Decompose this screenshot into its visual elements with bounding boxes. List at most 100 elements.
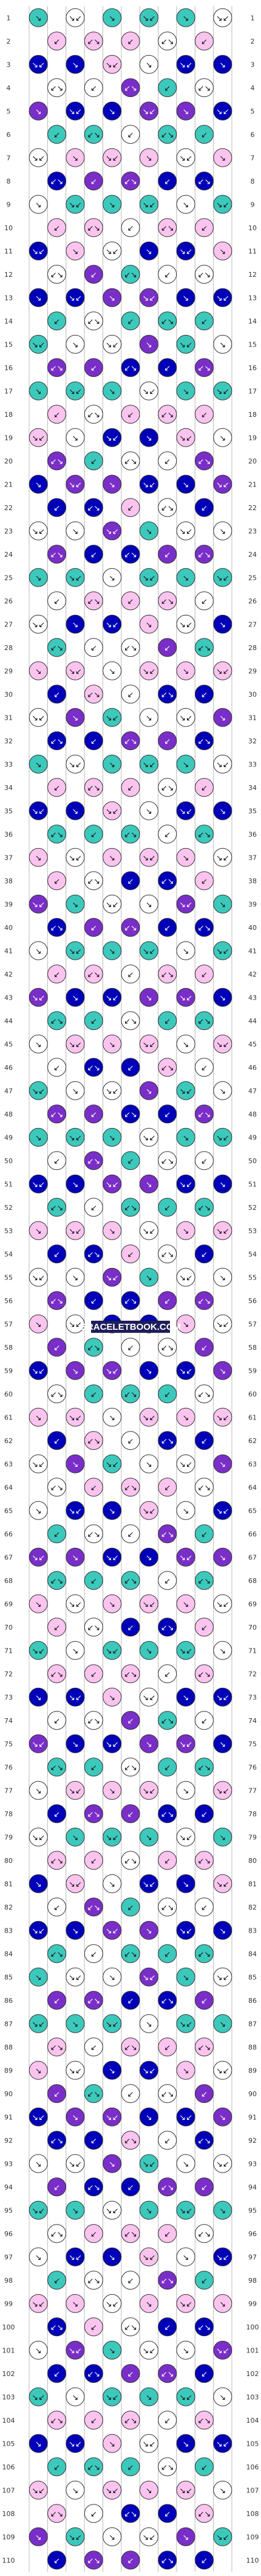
knot: ↙↘	[121, 1478, 140, 1497]
knot-circle	[194, 964, 214, 984]
knot: ↘↙	[103, 614, 122, 634]
knot-direction-icon: ↘↙	[142, 14, 155, 23]
row-number: 99	[4, 2300, 13, 2308]
knot: ↘	[66, 1454, 85, 1473]
knot: ↘	[103, 1594, 122, 1613]
knot: ↘	[29, 2340, 48, 2360]
knot-circle	[121, 2224, 140, 2243]
knot-direction-icon: ↙	[201, 1624, 208, 1633]
knot-circle	[66, 894, 85, 914]
knot-circle	[84, 358, 103, 377]
knot: ↙↘	[121, 545, 140, 564]
knot-direction-icon: ↘↙	[69, 1413, 82, 1422]
knot-circle	[158, 2411, 177, 2430]
knot: ↙↘	[84, 32, 103, 51]
knot: ↘↙	[66, 1127, 85, 1147]
knot-circle	[103, 1547, 122, 1567]
knot-direction-icon: ↘↙	[179, 2486, 192, 2495]
knot-direction-icon: ↘↙	[106, 1087, 119, 1096]
knot-direction-icon: ↘↙	[106, 1460, 119, 1469]
knot: ↘	[103, 1687, 122, 1707]
knot: ↙	[121, 405, 140, 424]
knot: ↙↘	[194, 1198, 214, 1217]
knot: ↘↙	[139, 2434, 158, 2453]
knot-direction-icon: ↙↘	[161, 1997, 174, 2006]
row-number: 8	[251, 178, 255, 185]
knot-circle	[66, 1594, 85, 1613]
knot-circle	[121, 498, 140, 517]
knot-circle	[194, 451, 214, 471]
knot-direction-icon: ↙↘	[50, 1297, 64, 1306]
knot: ↘	[176, 288, 195, 307]
knot-direction-icon: ↙	[164, 1950, 171, 1959]
knot-direction-icon: ↘	[35, 2533, 42, 2542]
knot: ↙↘	[84, 1618, 103, 1637]
knot-direction-icon: ↙↘	[87, 131, 100, 140]
knot-direction-icon: ↙	[53, 2557, 60, 2566]
knot-circle	[194, 778, 214, 797]
knot: ↘	[213, 2480, 232, 2500]
knot-direction-icon: ↘	[35, 1787, 42, 1796]
knot-circle	[213, 2060, 232, 2080]
knot-circle	[103, 2294, 122, 2313]
knot-circle	[121, 171, 140, 191]
knot: ↘	[66, 2014, 85, 2033]
knot: ↘	[29, 1687, 48, 1707]
knot-circle	[213, 1267, 232, 1287]
knot: ↙	[47, 2364, 67, 2383]
knot-circle	[194, 405, 214, 424]
row-number: 9	[7, 201, 11, 208]
knot: ↙	[47, 1991, 67, 2010]
knot-circle	[139, 1127, 158, 1147]
knot-direction-icon: ↘↙	[69, 574, 82, 583]
knot: ↘↙	[176, 801, 195, 820]
knot: ↙	[158, 1478, 177, 1497]
knot-circle	[66, 1501, 85, 1520]
knot: ↘↙	[213, 941, 232, 960]
knot-circle	[176, 1827, 195, 1847]
knot: ↙	[158, 1104, 177, 1124]
knot: ↘	[139, 2294, 158, 2313]
knot-circle	[213, 1547, 232, 1567]
knot-direction-icon: ↙↘	[124, 1577, 137, 1586]
row-number: 53	[4, 1227, 13, 1235]
knot: ↘↙	[213, 1594, 232, 1613]
row-number: 98	[4, 2277, 13, 2285]
knot-circle	[84, 1244, 103, 1264]
knot: ↘	[29, 1781, 48, 1800]
knot-direction-icon: ↘	[72, 340, 78, 350]
knot: ↙↘	[47, 2411, 67, 2430]
knot: ↘↙	[213, 2340, 232, 2360]
knot-circle	[176, 1221, 195, 1240]
knot-circle	[158, 731, 177, 751]
knot: ↙↘	[121, 265, 140, 284]
knot-circle	[103, 381, 122, 400]
knot: ↙	[84, 1198, 103, 1217]
knot-circle	[66, 988, 85, 1007]
knot-direction-icon: ↘↙	[32, 1273, 45, 1283]
knot-circle	[194, 1338, 214, 1357]
row-number: 96	[248, 2230, 257, 2238]
knot-circle	[84, 78, 103, 98]
knot-direction-icon: ↙↘	[87, 2557, 100, 2566]
knot-direction-icon: ↘	[35, 1040, 42, 1049]
knot: ↙↘	[47, 2317, 67, 2337]
row-number: 110	[2, 2557, 15, 2564]
row-number: 14	[4, 317, 13, 325]
knot-direction-icon: ↘↙	[179, 2393, 192, 2402]
knot-circle	[121, 311, 140, 331]
knot-direction-icon: ↙↘	[50, 924, 64, 933]
knot: ↘↙	[213, 1874, 232, 1893]
knot: ↘↙	[66, 1687, 85, 1707]
knot-circle	[66, 1687, 85, 1707]
knot-direction-icon: ↘	[35, 1134, 42, 1143]
knot-direction-icon: ↙↘	[87, 1810, 100, 1819]
row-number: 52	[248, 1204, 257, 1212]
knot-circle	[121, 2177, 140, 2197]
knot-direction-icon: ↙↘	[87, 1250, 100, 1260]
knot-circle	[194, 32, 214, 51]
knot-circle	[29, 1641, 48, 1660]
knot-direction-icon: ↙	[127, 2370, 134, 2379]
row-number: 5	[7, 107, 11, 115]
knot: ↙	[84, 451, 103, 471]
